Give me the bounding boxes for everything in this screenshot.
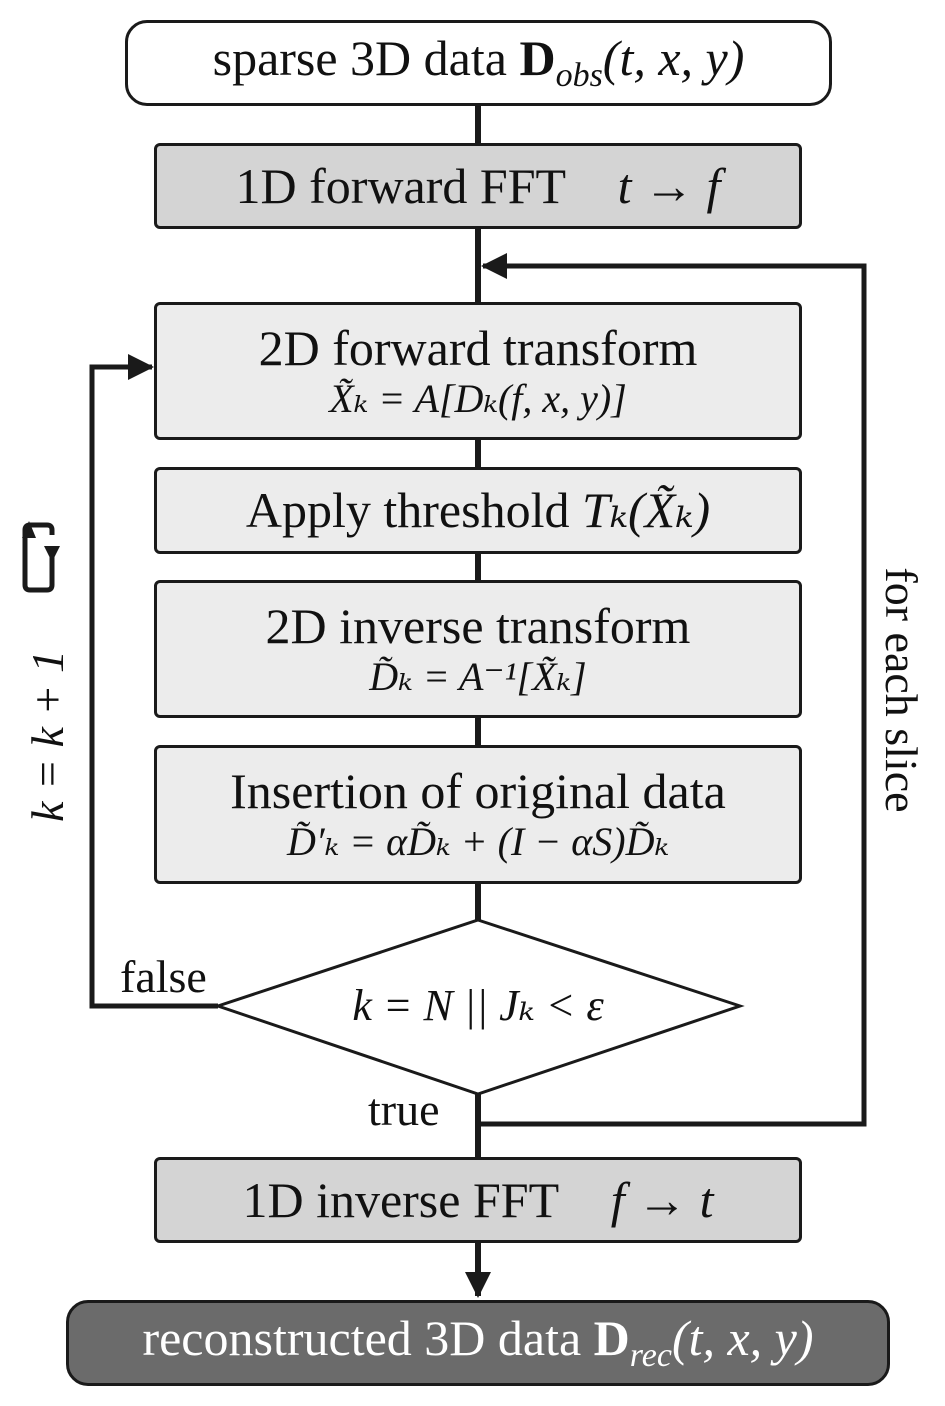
fft-inverse-math: f → t (610, 1171, 714, 1228)
insertion-eq: D̃′ₖ = αD̃ₖ + (I − αS)D̃ₖ (286, 819, 670, 864)
condition-diamond (213, 918, 745, 1096)
transform-2d-eq: X̃ₖ = A[Dₖ(f, x, y)] (329, 375, 627, 421)
output-node-math-args: (t, x, y) (671, 1310, 814, 1367)
threshold-label: Apply threshold (245, 482, 582, 538)
loop-k-label: k = k + 1 (22, 650, 73, 822)
input-node: sparse 3D data Dobs(t, x, y) (125, 20, 832, 106)
fft-inverse-node: 1D inverse FFT f → t (154, 1157, 802, 1243)
fft-forward-label: 1D forward FFT (235, 157, 566, 214)
input-node-math-args: (t, x, y) (602, 30, 745, 87)
output-node-math-sub: rec (629, 1337, 672, 1375)
edge-slice-loop (478, 253, 867, 1127)
threshold-math: Tₖ(X̃ₖ) (581, 482, 711, 538)
condition-text: k = N || Jₖ < ε (352, 980, 604, 1030)
fft-inverse-label: 1D inverse FFT (242, 1171, 559, 1228)
edge-false-loop (89, 354, 218, 1009)
true-label: true (368, 1084, 440, 1135)
fft-forward-node: 1D forward FFT t → f (154, 143, 802, 229)
output-node-label: reconstructed 3D data (142, 1310, 594, 1367)
inverse-2d-label: 2D inverse transform (265, 597, 691, 654)
output-node-math-main: D (593, 1310, 630, 1367)
inverse-2d-eq: D̃ₖ = A⁻¹[X̃ₖ] (369, 653, 587, 699)
fft-forward-math: t → f (617, 157, 721, 214)
loop-slice-label: for each slice (876, 567, 927, 813)
input-node-label: sparse 3D data (212, 30, 520, 87)
condition-eq: k = N || Jₖ < ε (268, 975, 688, 1037)
input-node-math-main: D (519, 30, 556, 87)
transform-2d-label: 2D forward transform (258, 319, 698, 376)
output-node: reconstructed 3D data Drec(t, x, y) (66, 1300, 890, 1386)
inverse-2d-node: 2D inverse transform D̃ₖ = A⁻¹[X̃ₖ] (154, 580, 802, 718)
insertion-label: Insertion of original data (230, 763, 726, 819)
loop-cycle-icon (22, 521, 60, 593)
transform-2d-node: 2D forward transform X̃ₖ = A[Dₖ(f, x, y)… (154, 302, 802, 440)
threshold-node: Apply threshold Tₖ(X̃ₖ) (154, 467, 802, 554)
input-node-math-sub: obs (555, 57, 603, 95)
false-label: false (120, 951, 207, 1002)
insertion-node: Insertion of original data D̃′ₖ = αD̃ₖ +… (154, 745, 802, 884)
